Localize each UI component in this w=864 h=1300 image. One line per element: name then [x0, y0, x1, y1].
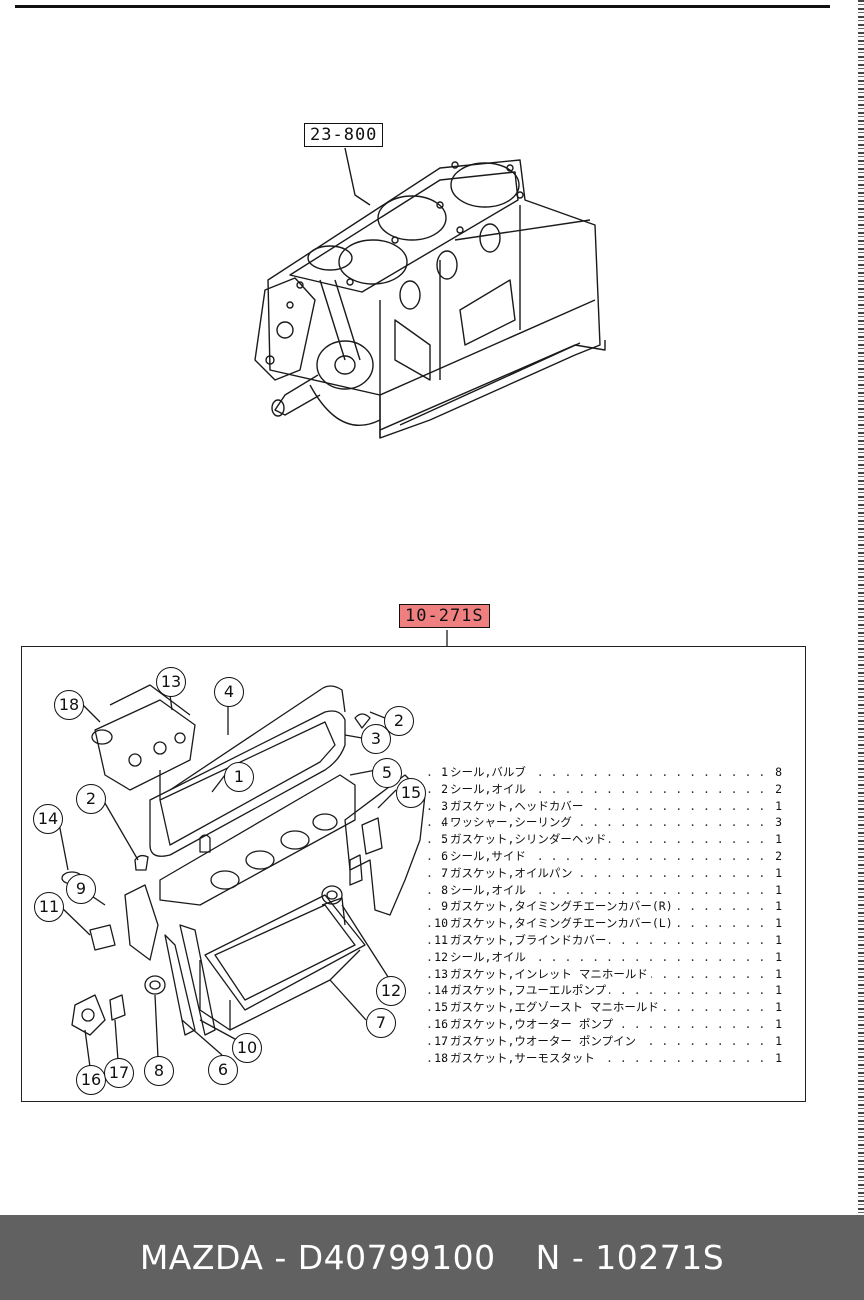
kit-part-number-tag: 10-271S — [399, 604, 490, 628]
callout-9: 9 — [66, 874, 96, 904]
callout-14: 14 — [33, 804, 63, 834]
callout-2-left: 2 — [76, 784, 106, 814]
callout-4: 4 — [214, 677, 244, 707]
engine-block-illustration — [57, 147, 606, 1068]
callout-15: 15 — [396, 778, 426, 808]
callout-12: 12 — [376, 976, 406, 1006]
part-number-footer: MAZDA - D40799100 N - 10271S — [0, 1215, 864, 1300]
callout-11: 11 — [34, 892, 64, 922]
footer-brand-oem: MAZDA - D40799100 — [139, 1238, 496, 1277]
scan-edge — [858, 0, 864, 1215]
callout-17: 17 — [104, 1058, 134, 1088]
upper-part-number-tag: 23-800 — [304, 123, 384, 147]
callout-8: 8 — [144, 1056, 174, 1086]
callout-18: 18 — [54, 690, 84, 720]
callout-7: 7 — [366, 1008, 396, 1038]
callout-3: 3 — [361, 724, 391, 754]
footer-part-code: N - 10271S — [535, 1238, 725, 1277]
parts-diagram-sheet: 23-800 10-271S 1 2 2 3 4 5 6 7 8 9 10 11… — [0, 0, 864, 1215]
gasket-kit-frame — [21, 646, 806, 1102]
callout-16: 16 — [76, 1065, 106, 1095]
callout-6: 6 — [208, 1055, 238, 1085]
callout-13: 13 — [156, 667, 186, 697]
callout-5: 5 — [372, 758, 402, 788]
top-border-line — [15, 5, 830, 8]
callout-1: 1 — [224, 762, 254, 792]
callout-10: 10 — [232, 1033, 262, 1063]
